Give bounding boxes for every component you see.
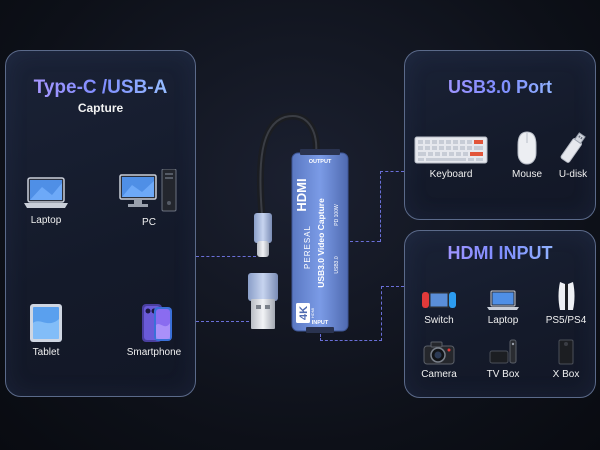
device-label: PC [142,217,156,228]
ps5-icon [558,282,575,310]
capture-host-title: Type-C /USB-A [6,77,195,99]
laptop-icon [24,177,68,208]
connector-line-hdmi-h2 [381,286,404,287]
tablet-icon [30,304,62,342]
xbox-icon [558,339,574,365]
capture-host-panel: Type-C /USB-A Capture Laptop PC [5,50,196,397]
pd-label: PD 100W [334,204,340,226]
device-label: X Box [552,369,580,380]
connector-line-usb-port-h2 [380,171,404,172]
device-mouse: Mouse [505,131,549,180]
connector-line-hdmi-v [320,330,321,341]
device-smartphone: Smartphone [116,303,192,358]
keyboard-icon [414,136,488,164]
hdmi-input-panel: HDMI INPUT Switch Laptop PS5/PS4 [404,230,596,398]
brand-name: PERESAL [303,225,312,269]
connector-line-hdmi-v2 [381,286,382,341]
mouse-icon [517,131,537,165]
device-xbox: X Box [537,339,595,380]
camera-icon [423,341,455,365]
device-label: Mouse [511,169,542,180]
hdmi-input-title: HDMI INPUT [405,243,595,264]
connector-line-usb-port-v [380,171,381,242]
hdmi-logo: HDMI [294,178,309,211]
connector-line-usba [196,321,254,322]
device-ps5: PS5/PS4 [537,281,595,326]
input-label: INPUT [312,320,329,326]
connector-line-usb-port-h [350,241,380,242]
device-tablet: Tablet [18,303,74,358]
usb-label: USB3.0 [334,256,340,273]
4k-badge: 4K [298,306,310,320]
device-u-disk: U-disk [551,131,595,180]
device-switch: Switch [411,289,467,326]
device-pc: PC [114,169,184,228]
connector-line-typec [196,256,256,257]
output-label: OUTPUT [309,159,332,165]
device-label: Switch [424,315,454,326]
usb-port-panel: USB3.0 Port Keyboard Mouse U [404,50,596,220]
laptop-icon [487,290,519,310]
device-label: Camera [421,369,457,380]
device-label: Keyboard [429,169,473,180]
model-name: USB3.0 Video Capture [316,198,326,288]
device-label: TV Box [486,369,520,380]
capture-device-illustration: OUTPUT INPUT HDMI USB3.0 Video Capture P… [248,112,349,333]
device-tv-box: TV Box [475,339,531,380]
connector-line-hdmi-h [320,340,382,341]
device-label: Laptop [487,315,519,326]
device-laptop: Laptop [18,175,74,226]
smartphone-icon [142,304,172,342]
hdmi-badge-sub: HDMI [310,308,315,318]
capture-host-subtitle: Capture [77,101,124,115]
usb-drive-icon [560,132,586,163]
device-label: Tablet [32,347,60,358]
device-keyboard: Keyboard [413,135,489,180]
device-hdmi-laptop: Laptop [475,289,531,326]
tv-box-icon [489,339,517,364]
game-console-icon [422,292,456,308]
device-label: U-disk [558,169,588,180]
device-label: Laptop [30,215,62,226]
device-camera: Camera [411,341,467,380]
device-label: Smartphone [126,347,182,358]
usb-port-title: USB3.0 Port [405,77,595,98]
device-label: PS5/PS4 [545,315,587,326]
pc-icon [119,169,177,212]
